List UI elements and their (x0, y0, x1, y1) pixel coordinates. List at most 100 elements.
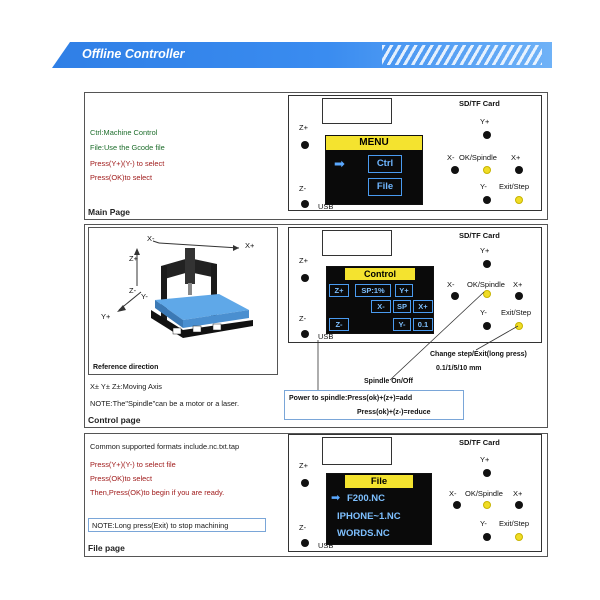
change-step-annotation: Change step/Exit(long press) (430, 351, 527, 358)
sd-card-slot (322, 437, 392, 465)
sd-card-label: SD/TF Card (459, 438, 500, 447)
z-minus-label: Z- (299, 523, 307, 532)
z-plus-button[interactable] (301, 141, 309, 149)
exit-step-button[interactable] (515, 322, 523, 330)
step-values-annotation: 0.1/1/5/10 mm (436, 365, 482, 372)
y-plus-button[interactable] (483, 131, 491, 139)
ok-spindle-label: OK/Spindle (459, 153, 497, 162)
file-line-4: Then,Press(OK)to begin if you are ready. (90, 488, 225, 497)
reference-direction-label: Reference direction (93, 364, 159, 371)
x-minus-label: X- (449, 489, 457, 498)
ok-spindle-button[interactable] (483, 290, 491, 298)
control-screen-title: Control (345, 268, 415, 280)
axis-z-minus: Z- (129, 286, 137, 295)
sd-card-slot (322, 98, 392, 124)
file-page-label: File page (88, 543, 125, 553)
x-minus-button[interactable] (453, 501, 461, 509)
y-minus-label: Y- (480, 519, 487, 528)
control-page-label: Control page (88, 415, 141, 425)
x-plus-button[interactable] (515, 292, 523, 300)
x-minus-label: X- (447, 153, 455, 162)
usb-label: USB (318, 202, 334, 211)
control-cell-step: 0.1 (413, 318, 433, 331)
x-minus-button[interactable] (451, 292, 459, 300)
reference-box: X- X+ Z+ Z- Y- Y+ Reference direction (88, 227, 278, 375)
axis-y-minus: Y- (141, 292, 148, 301)
z-minus-button[interactable] (301, 330, 309, 338)
main-line-2: File:Use the Gcode file (90, 143, 165, 152)
header-banner: Offline Controller (52, 42, 552, 68)
menu-item-file[interactable]: File (368, 178, 402, 196)
control-cell-y-minus[interactable]: Y- (393, 318, 411, 331)
y-plus-label: Y+ (480, 117, 490, 126)
file-line-1: Common supported formats include.nc.txt.… (90, 442, 240, 451)
z-plus-label: Z+ (299, 461, 308, 470)
main-controller-board: SD/TF Card Z+ Z- USB MENU ➡ Ctrl File Y+… (288, 95, 542, 211)
z-minus-button[interactable] (301, 539, 309, 547)
main-screen: MENU ➡ Ctrl File (325, 135, 423, 205)
main-page-label: Main Page (88, 207, 131, 217)
sd-card-label: SD/TF Card (459, 231, 500, 240)
exit-step-label: Exit/Step (499, 182, 530, 191)
z-minus-label: Z- (299, 184, 307, 193)
x-plus-button[interactable] (515, 166, 523, 174)
control-line-2: NOTE:The"Spindle"can be a motor or a las… (90, 399, 240, 408)
exit-step-button[interactable] (515, 533, 523, 541)
main-screen-title: MENU (326, 136, 422, 150)
ok-spindle-button[interactable] (483, 501, 491, 509)
x-plus-label: X+ (513, 280, 523, 289)
file-screen-title: File (345, 475, 413, 488)
y-minus-button[interactable] (483, 533, 491, 541)
x-plus-label: X+ (511, 153, 521, 162)
control-screen: Control Z+ SP:1% Y+ X- SP X+ Z- Y- 0.1 (326, 266, 434, 334)
y-plus-label: Y+ (480, 246, 490, 255)
axis-x-minus: X- (147, 234, 155, 243)
file-item-0[interactable]: F200.NC (347, 493, 386, 504)
file-line-3: Press(OK)to select (90, 474, 153, 483)
control-cell-x-minus[interactable]: X- (371, 300, 391, 313)
sd-card-slot (322, 230, 392, 256)
control-cell-z-plus[interactable]: Z+ (329, 284, 349, 297)
x-plus-button[interactable] (515, 501, 523, 509)
spindle-onoff-annotation: Spindle On/Off (364, 378, 413, 385)
arrow-icon: ➡ (331, 492, 341, 504)
file-line-2: Press(Y+)(Y-) to select file (90, 460, 176, 469)
z-plus-button[interactable] (301, 274, 309, 282)
z-plus-label: Z+ (299, 256, 308, 265)
cnc-machine-illustration (117, 240, 253, 338)
arrow-icon: ➡ (334, 156, 345, 171)
main-line-3: Press(Y+)(Y-) to select (90, 159, 165, 168)
y-plus-button[interactable] (483, 469, 491, 477)
header-stripes (382, 45, 542, 65)
exit-step-button[interactable] (515, 196, 523, 204)
ok-spindle-label: OK/Spindle (467, 280, 505, 289)
y-minus-label: Y- (480, 308, 487, 317)
power-note-line-2: Press(ok)+(z-)=reduce (357, 409, 431, 416)
x-plus-label: X+ (513, 489, 523, 498)
file-note-box: NOTE:Long press(Exit) to stop machining (88, 518, 266, 532)
file-item-1[interactable]: IPHONE~1.NC (337, 511, 401, 522)
power-note-box: Power to spindle:Press(ok)+(z+)=add Pres… (284, 390, 464, 420)
menu-item-ctrl[interactable]: Ctrl (368, 155, 402, 173)
z-minus-button[interactable] (301, 200, 309, 208)
axis-z-plus: Z+ (129, 254, 138, 263)
control-cell-z-minus[interactable]: Z- (329, 318, 349, 331)
header-title: Offline Controller (82, 47, 185, 61)
y-minus-button[interactable] (483, 322, 491, 330)
usb-label: USB (318, 332, 334, 341)
ok-spindle-button[interactable] (483, 166, 491, 174)
y-plus-label: Y+ (480, 455, 490, 464)
control-cell-x-plus[interactable]: X+ (413, 300, 433, 313)
main-line-4: Press(OK)to select (90, 173, 153, 182)
x-minus-button[interactable] (451, 166, 459, 174)
y-plus-button[interactable] (483, 260, 491, 268)
control-cell-y-plus[interactable]: Y+ (395, 284, 413, 297)
power-note-line-1: Power to spindle:Press(ok)+(z+)=add (289, 395, 413, 402)
file-item-2[interactable]: WORDS.NC (337, 528, 390, 539)
z-plus-label: Z+ (299, 123, 308, 132)
z-plus-button[interactable] (301, 479, 309, 487)
y-minus-button[interactable] (483, 196, 491, 204)
sd-card-label: SD/TF Card (459, 99, 500, 108)
control-cell-sp[interactable]: SP (393, 300, 411, 313)
x-minus-label: X- (447, 280, 455, 289)
